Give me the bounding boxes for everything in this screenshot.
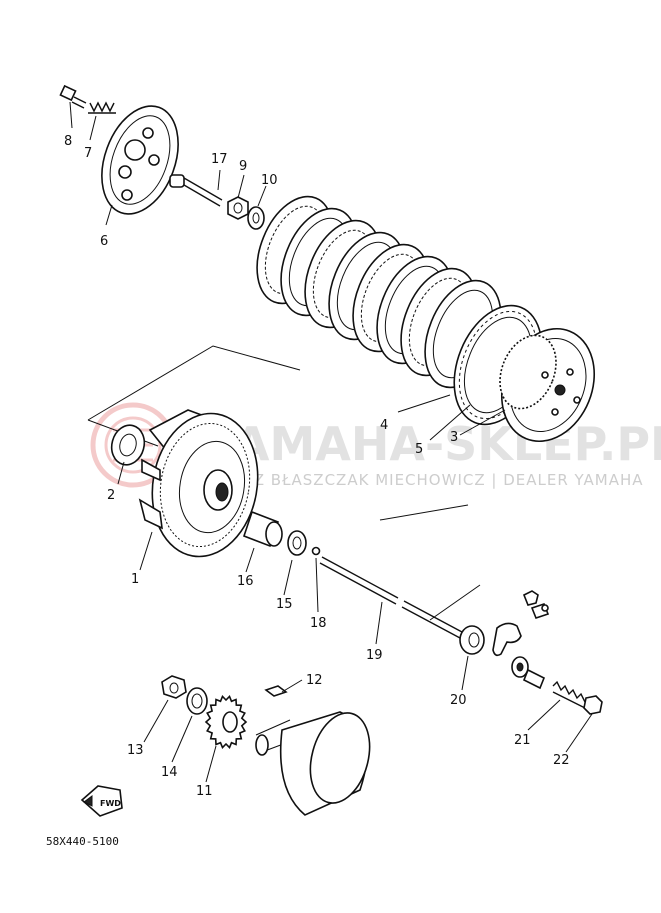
push-rod-end [459,625,485,655]
callout-14: 14 [161,765,178,780]
callout-5: 5 [415,442,423,457]
primary-drive-gear [204,694,248,750]
watermark: YAMAHA-SKLEP.PL ŁUKASZ BŁASZCZAK MIECHOW… [90,402,661,489]
callout-21: 21 [514,733,531,748]
spacer-washer [287,530,307,556]
push-lever-assembly [492,590,550,690]
thrust-washer [110,424,146,466]
callout-1: 1 [131,572,139,587]
callout-9: 9 [239,159,247,174]
callout-10: 10 [261,173,278,188]
diagram-code: 58X440-5100 [46,835,119,848]
primary-washer [186,687,208,715]
callout-15: 15 [276,597,293,612]
callout-20: 20 [450,693,467,708]
adjust-screw [552,680,586,709]
callout-6: 6 [100,234,108,249]
callout-2: 2 [107,488,115,503]
pressure-plate [101,105,179,215]
callout-8: 8 [64,134,72,149]
bolt [59,84,87,109]
push-rod-long [319,556,463,639]
nut [227,196,249,220]
callout-22: 22 [553,753,570,768]
callout-12: 12 [306,673,323,688]
clutch-boss [499,327,596,443]
primary-nut [161,675,187,699]
watermark-brand: YAMAHA-SKLEP.PL [204,417,661,471]
spring [88,101,116,114]
callouts: 1 2 3 4 5 6 7 8 9 10 11 12 13 14 15 16 1… [64,134,570,799]
callout-13: 13 [127,743,144,758]
fwd-arrow-icon: FWD [80,785,123,817]
gear-hub [222,711,238,733]
push-rod [169,174,223,207]
callout-19: 19 [366,648,383,663]
washer [247,206,265,230]
leader-lines [69,101,593,783]
clutch-housing [138,409,259,558]
callout-17: 17 [211,152,228,167]
fwd-label: FWD [100,799,121,808]
crank-rotor [255,711,371,816]
watermark-tagline: ŁUKASZ BŁASZCZAK MIECHOWICZ | DEALER YAM… [199,471,644,489]
ball [311,546,321,556]
callout-18: 18 [310,616,327,631]
callout-7: 7 [84,146,92,161]
callout-3: 3 [450,430,458,445]
callout-11: 11 [196,784,213,799]
callout-16: 16 [237,574,254,589]
woodruff-key [264,685,288,697]
clutch-plates-stack [256,195,502,389]
spacer [242,510,283,548]
locknut [583,695,603,715]
callout-4: 4 [380,418,388,433]
